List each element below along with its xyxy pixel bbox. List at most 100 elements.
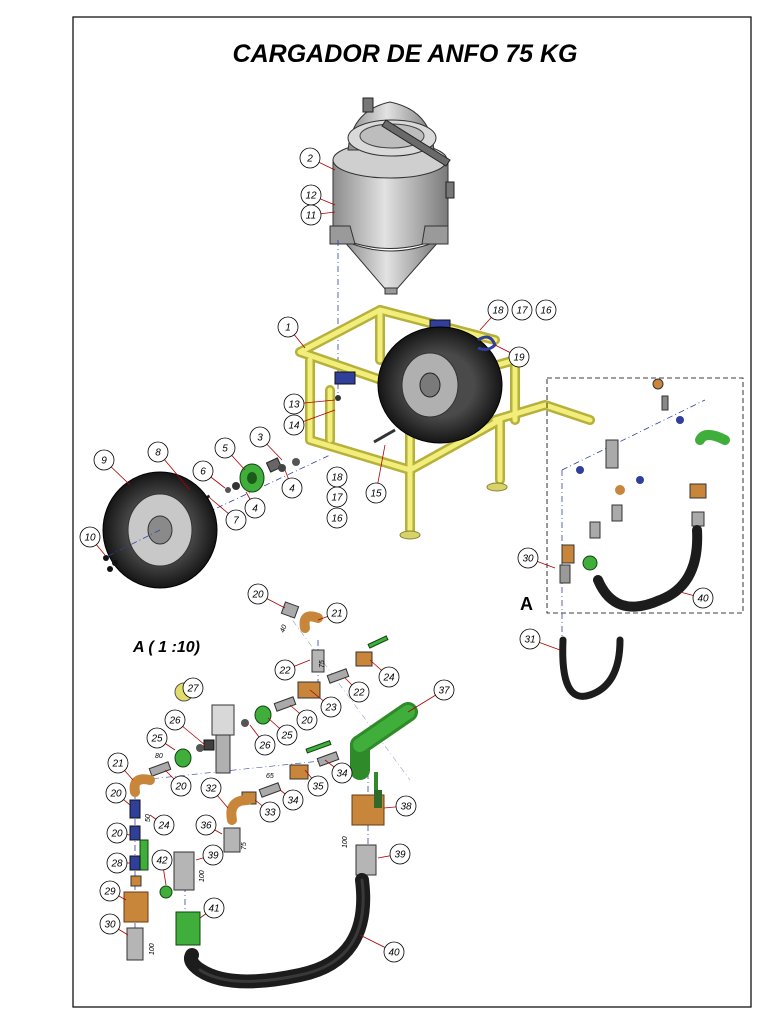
balloon-circle <box>300 204 322 226</box>
item-balloon: 25 <box>146 727 176 751</box>
item-balloon: 16 <box>326 507 348 529</box>
dimension-value: 75 <box>319 660 326 668</box>
balloon-circle <box>389 843 411 865</box>
balloon-circle <box>195 814 217 836</box>
balloon-circle <box>692 587 714 609</box>
item-balloon: 39 <box>195 844 224 866</box>
spare-wheel <box>377 326 503 444</box>
balloon-circle <box>283 393 305 415</box>
balloon-circle <box>182 677 204 699</box>
balloon-number: 14 <box>288 421 300 432</box>
balloon-circle <box>192 460 214 482</box>
balloon-circle <box>106 852 128 874</box>
balloon-circle <box>99 880 121 902</box>
item-balloon: 26 <box>164 709 206 746</box>
balloon-circle <box>320 696 342 718</box>
item-balloon: 24 <box>149 814 175 836</box>
balloon-circle <box>259 801 281 823</box>
dimension-value: 80 <box>155 753 163 760</box>
balloon-number: 1 <box>285 323 291 334</box>
balloon-circle <box>105 782 127 804</box>
item-balloon: 18 <box>479 299 509 331</box>
item-balloon: 25 <box>267 717 298 746</box>
balloon-number: 28 <box>110 859 123 870</box>
item-balloon: 34 <box>324 759 353 784</box>
item-balloon: 20 <box>164 769 192 797</box>
balloon-circle <box>511 299 533 321</box>
balloon-circle <box>202 844 224 866</box>
item-balloon: 35 <box>304 769 329 797</box>
balloon-number: 21 <box>330 609 342 620</box>
balloon-number: 5 <box>222 444 228 455</box>
balloon-circle <box>378 666 400 688</box>
balloon-number: 22 <box>278 666 291 677</box>
item-balloon: 20 <box>106 822 131 844</box>
balloon-circle <box>249 426 271 448</box>
balloon-circle <box>244 497 266 519</box>
item-balloon: 10 <box>79 526 106 556</box>
balloon-circle <box>299 147 321 169</box>
item-balloon: 18 <box>326 466 348 488</box>
item-balloon: 23 <box>309 689 342 718</box>
item-balloon: 38 <box>383 795 417 817</box>
balloon-circle <box>151 849 173 871</box>
balloon-number: 3 <box>257 433 263 444</box>
balloon-number: 40 <box>388 948 400 959</box>
item-balloon: 27 <box>182 677 204 699</box>
balloon-number: 39 <box>394 850 406 861</box>
balloon-number: 4 <box>252 504 258 515</box>
item-balloon: 11 <box>300 204 336 226</box>
item-balloon: 20 <box>247 583 286 609</box>
balloon-circle <box>276 724 298 746</box>
item-balloon: 20 <box>105 782 131 806</box>
balloon-number: 34 <box>287 796 299 807</box>
item-balloon: 24 <box>369 659 400 688</box>
item-balloon: 28 <box>106 852 130 874</box>
balloon-circle <box>147 441 169 463</box>
item-balloon: 30 <box>99 913 129 936</box>
balloon-number: 41 <box>208 904 219 915</box>
balloon-circle <box>225 509 247 531</box>
dimension-value: 100 <box>342 836 349 848</box>
balloon-circle <box>326 486 348 508</box>
item-balloon: 41 <box>199 897 225 919</box>
balloon-number: 39 <box>207 851 219 862</box>
balloon-number: 26 <box>168 716 181 727</box>
balloon-number: 18 <box>492 306 504 317</box>
balloon-circle <box>395 795 417 817</box>
balloon-circle <box>164 709 186 731</box>
balloon-number: 18 <box>331 473 343 484</box>
detail-a-label: A <box>520 594 533 614</box>
balloon-circle <box>282 789 304 811</box>
item-balloon: 16 <box>535 299 557 321</box>
balloon-circle <box>214 437 236 459</box>
balloon-number: 17 <box>516 306 528 317</box>
hopper-tank <box>329 97 455 295</box>
item-balloon: 17 <box>326 486 348 508</box>
balloon-number: 8 <box>155 448 161 459</box>
balloon-circle <box>106 822 128 844</box>
balloon-number: 30 <box>522 554 534 565</box>
balloon-circle <box>107 752 129 774</box>
balloon-number: 13 <box>288 400 300 411</box>
dimension-value: 75 <box>241 842 248 850</box>
balloon-circle <box>153 814 175 836</box>
item-balloon: 8 <box>147 441 191 491</box>
balloon-circle <box>170 775 192 797</box>
item-balloon: 26 <box>249 724 276 756</box>
balloon-number: 36 <box>200 821 212 832</box>
detail-a-boundary <box>546 377 744 614</box>
balloon-number: 37 <box>438 686 450 697</box>
balloon-circle <box>203 897 225 919</box>
balloon-circle <box>326 507 348 529</box>
balloon-circle <box>274 659 296 681</box>
dimension-value: 100 <box>149 943 156 955</box>
balloon-number: 27 <box>186 684 199 695</box>
item-balloon: 20 <box>289 704 318 731</box>
balloon-number: 29 <box>103 887 116 898</box>
item-balloon: 39 <box>377 843 411 865</box>
item-balloon: 21 <box>317 602 348 624</box>
balloon-number: 31 <box>524 635 535 646</box>
item-balloon: 17 <box>511 299 533 321</box>
